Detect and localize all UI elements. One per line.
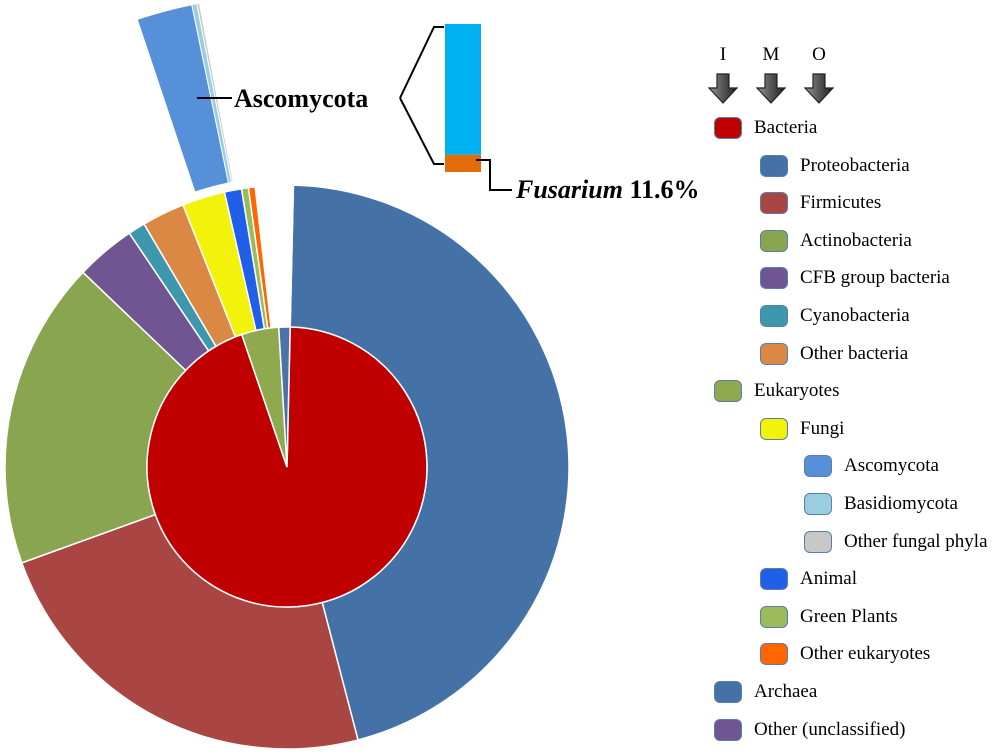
arrow-down-icon xyxy=(707,73,739,104)
legend-label: Animal xyxy=(800,568,857,590)
legend-item-other-unclassified: Other (unclassified) xyxy=(714,715,905,745)
legend-label: Basidiomycota xyxy=(844,493,958,514)
ascomycota-bar xyxy=(445,24,481,172)
legend-label: Bacteria xyxy=(754,117,818,138)
legend-item-archaea: Archaea xyxy=(714,677,817,707)
legend-label: CFB group bacteria xyxy=(800,267,950,289)
legend-swatch xyxy=(760,568,788,591)
fungi-outer-ring xyxy=(136,2,234,193)
legend-swatch xyxy=(760,267,788,290)
fusarium-annotation: Fusarium 11.6% xyxy=(515,175,700,204)
legend-label: Other (unclassified) xyxy=(754,718,906,740)
bar-segment-fusarium xyxy=(445,154,481,172)
legend-label: Eukaryotes xyxy=(754,380,840,402)
legend-label: Archaea xyxy=(754,681,818,702)
fusarium-name: Fusarium xyxy=(515,175,623,204)
legend-label: Fungi xyxy=(800,417,845,439)
legend-item-other-bacteria: Other bacteria xyxy=(760,339,908,369)
legend-swatch xyxy=(804,455,832,478)
legend-label: Firmicutes xyxy=(800,192,882,214)
legend-item-cyanobacteria: Cyanobacteria xyxy=(760,301,910,331)
legend-item-animal: Animal xyxy=(760,564,857,594)
arrow-down-icon xyxy=(755,73,787,104)
legend-item-cfb-group-bacteria: CFB group bacteria xyxy=(760,263,950,293)
annotation-lines xyxy=(197,26,512,191)
legend-label: Other eukaryotes xyxy=(800,643,931,665)
legend-column-i: I xyxy=(719,44,727,65)
arrow-down-icon xyxy=(803,73,835,104)
legend-swatch xyxy=(714,681,742,703)
legend-label: Ascomycota xyxy=(844,455,939,477)
legend-item-other-eukaryotes: Other eukaryotes xyxy=(760,639,930,669)
middle-ring xyxy=(4,184,570,750)
legend-swatch xyxy=(760,605,788,628)
legend-swatch xyxy=(804,530,832,553)
ascomycota-annotation: Ascomycota xyxy=(234,84,368,113)
legend-item-green-plants: Green Plants xyxy=(760,602,898,632)
legend-swatch xyxy=(714,718,742,741)
legend-item-ascomycota: Ascomycota xyxy=(804,451,939,481)
legend-label: Proteobacteria xyxy=(800,154,910,176)
legend-label: Cyanobacteria xyxy=(800,305,910,326)
legend-item-other-fungal-phyla: Other fungal phyla xyxy=(804,527,988,557)
legend-swatch xyxy=(760,229,788,252)
legend-column-o: O xyxy=(812,44,826,65)
legend-swatch xyxy=(714,117,742,139)
inner-ring-slice-archaea xyxy=(277,326,291,468)
legend-item-firmicutes: Firmicutes xyxy=(760,188,881,218)
legend-column-m: M xyxy=(762,44,780,65)
bar-segment-other-ascomycota xyxy=(445,24,481,155)
legend-swatch xyxy=(760,154,788,177)
legend-item-eukaryotes: Eukaryotes xyxy=(714,376,839,406)
legend-label: Actinobacteria xyxy=(800,229,912,251)
legend-swatch xyxy=(714,380,742,403)
legend-label: Other fungal phyla xyxy=(844,530,988,552)
legend-item-fungi: Fungi xyxy=(760,414,844,444)
outer-ring-slice-other-fungal-phyla xyxy=(196,2,234,183)
legend-swatch xyxy=(804,493,832,515)
inner-ring xyxy=(146,326,428,608)
nested-donut-chart: Ascomycota Fusarium 11.6% xyxy=(4,2,700,750)
legend-swatch xyxy=(760,305,788,327)
legend-swatch xyxy=(760,417,788,440)
legend-swatch xyxy=(760,342,788,365)
fusarium-value: 11.6% xyxy=(629,175,699,204)
legend-item-bacteria: Bacteria xyxy=(714,113,817,143)
legend-label: Green Plants xyxy=(800,605,898,627)
legend-swatch xyxy=(760,192,788,215)
legend-item-basidiomycota: Basidiomycota xyxy=(804,489,958,519)
legend-label: Other bacteria xyxy=(800,342,909,364)
legend-item-actinobacteria: Actinobacteria xyxy=(760,226,912,256)
legend-swatch xyxy=(760,643,788,666)
legend-item-proteobacteria: Proteobacteria xyxy=(760,151,910,181)
